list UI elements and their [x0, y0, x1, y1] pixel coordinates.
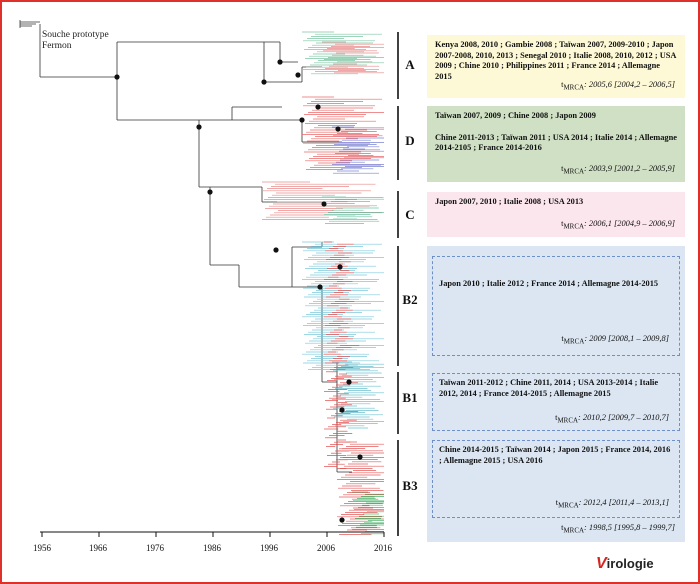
tmrca-subscript: MRCA	[563, 337, 585, 346]
tree-node	[295, 72, 301, 78]
tmrca-subscript: MRCA	[558, 501, 579, 510]
logo-text: irologie	[606, 556, 654, 571]
clade-a-box: Kenya 2008, 2010 ; Gambie 2008 ; Taïwan …	[427, 35, 685, 98]
clade-b1-dashed-box: Taïwan 2011-2012 ; Chine 2011, 2014 ; US…	[432, 373, 680, 431]
tmrca-subscript: MRCA	[563, 167, 585, 176]
clade-b3-countries: Chine 2014-2015 ; Taïwan 2014 ; Japon 20…	[439, 445, 671, 465]
clade-a-tmrca: tMRCA: 2005,6 [2004,2 – 2006,5]	[561, 79, 675, 92]
clade-b3-tmrca-value: : 2012,4 [2011,4 – 2013,1]	[578, 497, 669, 507]
tree-branch	[198, 120, 239, 266]
axis-tick-label: 2006	[317, 543, 335, 553]
axis-tick-label: 1996	[260, 543, 278, 553]
tree-tip-clusters	[262, 31, 384, 535]
tree-node	[339, 407, 345, 413]
clade-c-countries: Japon 2007, 2010 ; Italie 2008 ; USA 201…	[435, 197, 584, 206]
tree-node	[114, 74, 120, 80]
clade-b1-tmrca-value: : 2010,2 [2009,7 – 2010,7]	[578, 412, 669, 422]
tmrca-subscript: MRCA	[563, 222, 585, 231]
tree-node	[317, 284, 323, 290]
clade-b2-tmrca-value: : 2009 [2008,1 – 2009,8]	[584, 333, 669, 343]
tree-node	[207, 189, 213, 195]
tree-node	[196, 124, 202, 130]
clade-c-tmrca: tMRCA: 2006,1 [2004,9 – 2006,9]	[561, 218, 675, 231]
axis-tick-label: 1966	[89, 543, 107, 553]
clade-b-tmrca-value: : 1998,5 [1995,8 – 1999,7]	[584, 522, 675, 532]
logo-mark: V	[596, 555, 607, 572]
clade-letter-b3: B3	[402, 478, 418, 493]
tree-node	[261, 79, 267, 85]
clade-letter-d: D	[405, 133, 415, 148]
clade-letter-a: A	[405, 57, 415, 72]
clade-d-box: Taïwan 2007, 2009 ; Chine 2008 ; Japon 2…	[427, 106, 685, 182]
virologie-logo: Virologie	[596, 555, 654, 573]
prototype-label-line1: Souche prototype	[42, 30, 109, 40]
tmrca-subscript: MRCA	[563, 526, 585, 535]
axis-tick-label: 2016	[374, 543, 392, 553]
tree-node	[273, 247, 279, 253]
clade-d-countries-late: Chine 2011-2013 ; Taïwan 2011 ; USA 2014…	[435, 132, 677, 153]
clade-b-box: Japon 2010 ; Italie 2012 ; France 2014 ;…	[427, 246, 685, 542]
tree-node	[277, 59, 283, 65]
clade-d-countries-early: Taïwan 2007, 2009 ; Chine 2008 ; Japon 2…	[435, 111, 596, 120]
clade-b1-countries: Taïwan 2011-2012 ; Chine 2011, 2014 ; US…	[439, 378, 659, 398]
tmrca-subscript: MRCA	[563, 83, 585, 92]
tree-branch	[238, 265, 292, 288]
clade-a-tmrca-value: : 2005,6 [2004,2 – 2006,5]	[584, 79, 675, 89]
clade-letter-c: C	[405, 207, 415, 222]
tree-nodes	[114, 59, 363, 523]
clade-c-tmrca-value: : 2006,1 [2004,9 – 2006,9]	[584, 218, 675, 228]
clade-letter-b1: B1	[402, 390, 418, 405]
tree-branches	[19, 20, 352, 473]
clade-b3-dashed-box: Chine 2014-2015 ; Taïwan 2014 ; Japon 20…	[432, 440, 680, 518]
tree-node	[346, 379, 352, 385]
tree-branch	[263, 41, 322, 83]
clade-b3-tmrca: tMRCA: 2012,4 [2011,4 – 2013,1]	[555, 497, 669, 510]
clade-b1-tmrca: tMRCA: 2010,2 [2009,7 – 2010,7]	[555, 412, 669, 425]
tmrca-subscript: MRCA	[557, 416, 579, 425]
clade-letter-b2: B2	[402, 292, 418, 307]
tree-node	[335, 126, 341, 132]
tree-node	[299, 117, 305, 123]
clade-d-tmrca-value: : 2003,9 [2001,2 – 2005,9]	[584, 163, 675, 173]
clade-b2-countries: Japon 2010 ; Italie 2012 ; France 2014 ;…	[439, 279, 659, 288]
clade-c-box: Japon 2007, 2010 ; Italie 2008 ; USA 201…	[427, 192, 685, 237]
clade-b2-tmrca: tMRCA: 2009 [2008,1 – 2009,8]	[561, 333, 669, 346]
tree-node	[357, 454, 363, 460]
tree-branch	[199, 106, 342, 143]
tree-branch	[39, 24, 264, 121]
tree-node	[315, 104, 321, 110]
axis-tick-label: 1976	[146, 543, 164, 553]
axis-tick-label: 1956	[33, 543, 51, 553]
clade-b-tmrca: tMRCA: 1998,5 [1995,8 – 1999,7]	[561, 522, 675, 535]
time-axis	[40, 531, 385, 537]
prototype-strain-label: Souche prototype Fermon	[42, 30, 109, 52]
axis-tick-label: 1986	[203, 543, 221, 553]
tree-node	[337, 264, 343, 270]
tree-node	[321, 201, 327, 207]
tree-node	[339, 517, 345, 523]
clade-b2-dashed-box: Japon 2010 ; Italie 2012 ; France 2014 ;…	[432, 256, 680, 356]
tree-branch	[19, 20, 40, 28]
prototype-label-line2: Fermon	[42, 41, 72, 51]
clade-a-countries: Kenya 2008, 2010 ; Gambie 2008 ; Taïwan …	[435, 40, 677, 81]
clade-d-tmrca: tMRCA: 2003,9 [2001,2 – 2005,9]	[561, 163, 675, 176]
